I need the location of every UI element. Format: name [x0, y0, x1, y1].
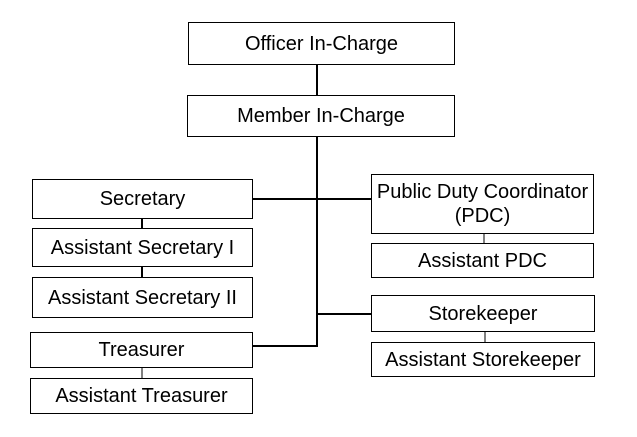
org-node-assistant-secretary-1: Assistant Secretary I [32, 228, 253, 267]
org-node-assistant-pdc: Assistant PDC [371, 243, 594, 278]
edge-treasurer-to-assistant-treasurer [141, 368, 143, 378]
edge-treasurer-to-trunk [253, 345, 318, 347]
edge-secretary-to-pdc [253, 198, 371, 200]
org-node-pdc: Public Duty Coordinator (PDC) [371, 174, 594, 234]
edge-member-trunk [316, 136, 318, 346]
org-node-member-in-charge: Member In-Charge [187, 95, 455, 137]
edge-assistant-secretary-1-to-2 [141, 267, 143, 277]
org-node-secretary: Secretary [32, 179, 253, 219]
org-node-treasurer: Treasurer [30, 332, 253, 368]
org-node-assistant-storekeeper: Assistant Storekeeper [371, 342, 595, 377]
org-node-assistant-treasurer: Assistant Treasurer [30, 378, 253, 414]
edge-officer-to-member [316, 64, 318, 96]
edge-pdc-to-assistant-pdc [483, 234, 485, 243]
edge-secretary-to-assistant-secretary-1 [141, 219, 143, 229]
org-node-assistant-secretary-2: Assistant Secretary II [32, 277, 253, 318]
edge-trunk-to-storekeeper [316, 313, 371, 315]
org-node-storekeeper: Storekeeper [371, 295, 595, 332]
org-node-officer-in-charge: Officer In-Charge [188, 22, 455, 65]
edge-storekeeper-to-assistant-storekeeper [484, 332, 486, 342]
